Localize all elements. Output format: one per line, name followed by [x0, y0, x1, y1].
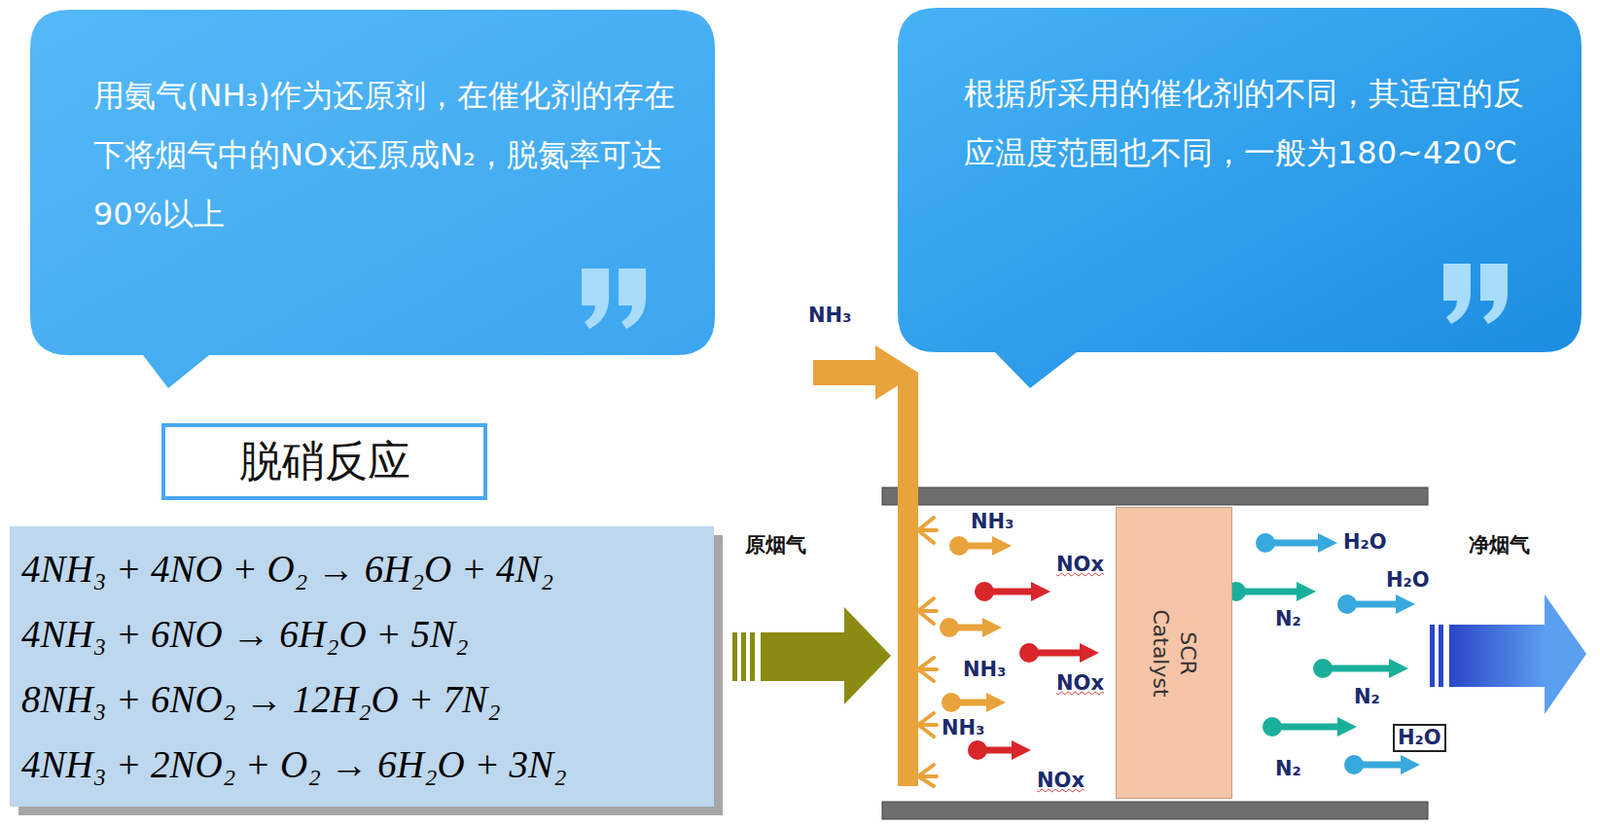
flow-arrow: [1344, 754, 1421, 775]
gas-label: H₂O: [1343, 530, 1387, 555]
equation-line: 4NH₃ + 2NO₂ + O₂ → 6H₂O + 3N₂: [21, 731, 714, 797]
quote-mark: [581, 268, 646, 329]
equation-line: 8NH₃ + 6NO₂ → 12H₂O + 7N₂: [21, 666, 714, 732]
ammonia-pipe: [813, 345, 919, 786]
flow-arrow: [939, 617, 1002, 638]
flue-gas-label: 净烟气: [1468, 533, 1530, 558]
flow-arrow: [949, 535, 1012, 556]
flow-arrow: [1019, 642, 1100, 663]
quote-mark: [1443, 263, 1508, 324]
gas-label: N₂: [1353, 684, 1381, 710]
gas-label: NH₃: [808, 303, 852, 328]
bubble-outline: [897, 7, 1582, 389]
gas-label: H₂O: [1397, 725, 1442, 750]
boxed-label: H₂O: [1392, 723, 1447, 752]
equation-panel: 4NH₃ + 4NO + O₂ → 6H₂O + 4N₂4NH₃ + 6NO →…: [9, 526, 714, 807]
flow-arrow: [1337, 594, 1416, 614]
gas-label: H₂O: [1386, 568, 1430, 593]
gas-label: N₂: [1275, 606, 1302, 632]
equation-line: 4NH₃ + 6NO → 6H₂O + 5N₂: [21, 601, 714, 667]
outlet-arrow: [1429, 594, 1587, 714]
equation-line: 4NH₃ + 4NO + O₂ → 6H₂O + 4N₂: [21, 535, 714, 602]
bubble-text: 用氨气(NH₃)作为还原剂，在催化剂的存在下将烟气中的NOx还原成N₂，脱氮率可…: [93, 66, 687, 244]
flue-gas-label: 原烟气: [745, 533, 807, 558]
gas-label: NOx: [1036, 768, 1085, 793]
flow-arrow: [941, 692, 1006, 712]
flow-arrow: [1226, 581, 1316, 602]
gas-label: NOx: [1056, 552, 1104, 577]
bubble-text: 根据所采用的催化剂的不同，其适宜的反应温度范围也不同，一般为180~420℃: [963, 64, 1540, 183]
bubble-shape: [897, 7, 1582, 389]
inlet-arrow: [732, 606, 891, 705]
duct-wall: [882, 487, 1428, 505]
heading-text: 脱硝反应: [239, 432, 411, 491]
flow-arrow: [967, 740, 1032, 760]
note-bubble: 用氨气(NH₃)作为还原剂，在催化剂的存在下将烟气中的NOx还原成N₂，脱氮率可…: [30, 9, 715, 389]
flow-arrow: [1262, 716, 1357, 737]
note-bubble: 根据所采用的催化剂的不同，其适宜的反应温度范围也不同，一般为180~420℃: [897, 7, 1582, 389]
catalyst-block: SCR Catalyst: [1115, 506, 1233, 799]
gas-label: NH₃: [962, 657, 1006, 682]
heading-box: 脱硝反应: [161, 423, 488, 500]
gas-label: N₂: [1275, 756, 1302, 782]
gas-label: NH₃: [941, 715, 985, 741]
bubble-outline: [30, 9, 715, 389]
catalyst-text: SCR Catalyst: [1147, 599, 1202, 707]
injection-nozzles: [918, 517, 937, 786]
flow-arrow: [1313, 658, 1409, 678]
gas-label: NOx: [1056, 671, 1104, 696]
duct-wall: [882, 801, 1428, 819]
gas-label: NH₃: [970, 509, 1014, 534]
flow-arrow: [974, 581, 1051, 602]
flow-arrow: [1255, 533, 1338, 553]
